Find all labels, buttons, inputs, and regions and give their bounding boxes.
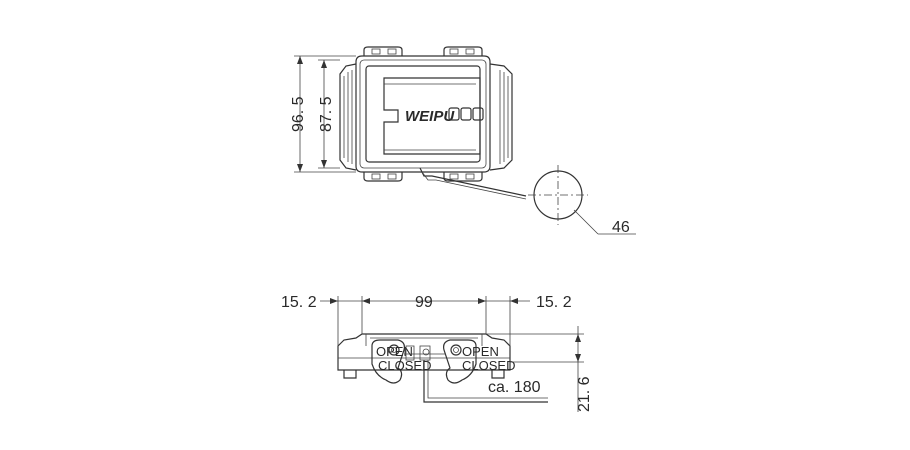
svg-text:CLOSED: CLOSED [462,358,515,373]
svg-text:OPEN: OPEN [376,344,413,359]
left-latch: OPEN CLOSED [371,339,431,384]
right-latch: OPEN CLOSED [443,339,515,384]
bottom-left-ear [363,172,403,182]
dim-cable-length: ca. 180 [488,379,541,396]
svg-text:OPEN: OPEN [462,344,499,359]
top-view: WEIPU 46 96. 5 [290,46,636,236]
brand-logo: WEIPU [405,108,455,125]
dim-cap-diameter: 46 [612,219,630,236]
top-left-ear [363,46,403,56]
housing-outline [355,55,491,173]
side-view: OPEN CLOSED OPEN CLOSED ca. 180 [281,294,593,412]
dim-height-outer: 96. 5 [290,96,307,132]
side-housing [337,333,511,371]
left-ribs [339,63,357,171]
svg-text:CLOSED: CLOSED [378,358,431,373]
dim-middle-width: 99 [415,294,433,311]
dim-left-offset: 15. 2 [281,294,317,311]
protective-cap [533,170,583,220]
lid-panel [383,77,481,155]
top-right-ear [443,46,483,56]
right-ribs [489,63,513,171]
dim-height-inner: 87. 5 [318,96,335,132]
side-tether-cable [423,360,548,403]
dim-right-offset: 15. 2 [536,294,572,311]
dim-side-height: 21. 6 [576,376,593,412]
